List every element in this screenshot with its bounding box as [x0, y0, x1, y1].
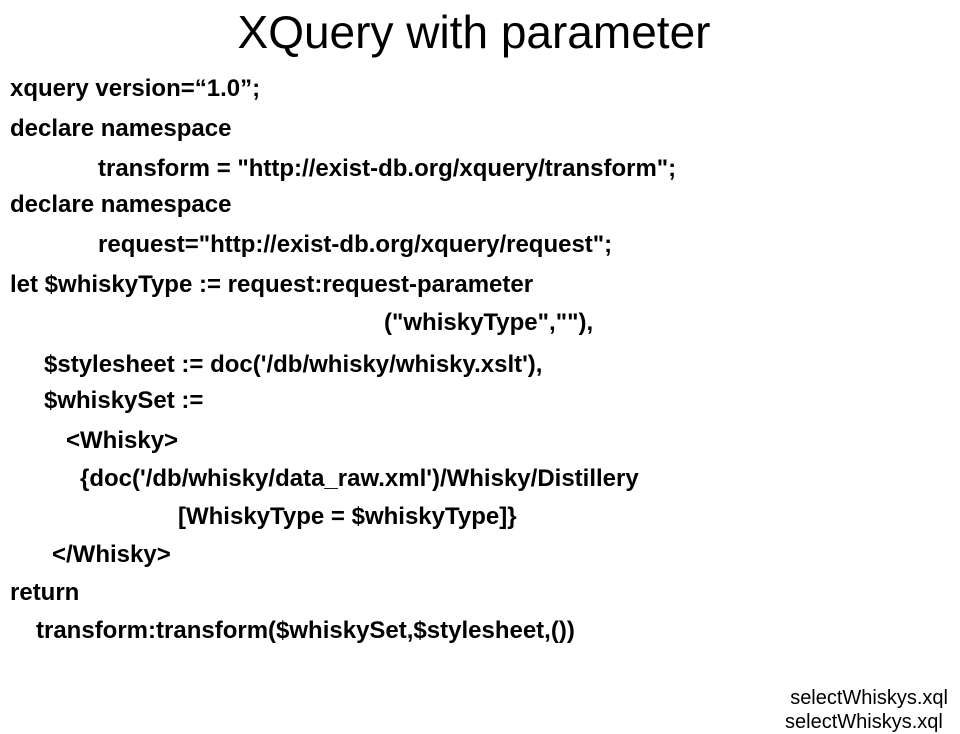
code-line-whisky-close-tag: </Whisky> — [52, 541, 171, 568]
code-line-doc-distillery: {doc('/db/whisky/data_raw.xml')/Whisky/D… — [80, 465, 639, 492]
footer-filename-overflow: selectWhiskys.xql — [785, 711, 943, 733]
code-line-parameter-args: ("whiskyType",""), — [384, 309, 594, 336]
code-line-predicate: [WhiskyType = $whiskyType]} — [178, 503, 517, 530]
code-line-whiskyset: $whiskySet := — [44, 387, 204, 414]
code-line-declare-namespace: declare namespace — [10, 115, 232, 142]
code-line-transform-call: transform:transform($whiskySet,$styleshe… — [36, 617, 575, 644]
code-line-let-whiskytype: let $whiskyType := request:request-param… — [10, 271, 534, 298]
code-line-whisky-open-tag: <Whisky> — [66, 427, 179, 454]
slide-title: XQuery with parameter — [237, 6, 711, 58]
code-line-declare-namespace: declare namespace — [10, 191, 232, 218]
code-line-return: return — [10, 579, 80, 606]
code-line-request-ns: request="http://exist-db.org/xquery/requ… — [98, 231, 613, 258]
code-line-stylesheet: $stylesheet := doc('/db/whisky/whisky.xs… — [44, 351, 543, 378]
code-line-transform-ns: transform = "http://exist-db.org/xquery/… — [98, 155, 677, 182]
code-line-xquery-version: xquery version=“1.0”; — [10, 75, 261, 102]
footer-filename: selectWhiskys.xql — [790, 687, 948, 709]
